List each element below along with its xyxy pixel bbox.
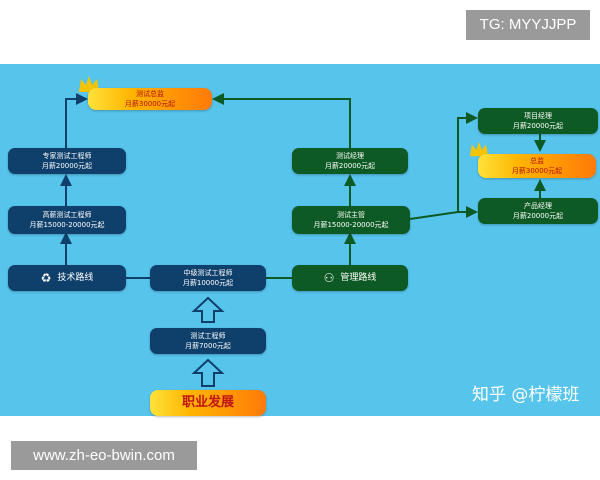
crown-icon [470, 141, 488, 157]
node-salary: 月薪15000-20000元起 [313, 221, 389, 229]
node-salary: 月薪20000元起 [512, 122, 564, 130]
node-salary: 月薪20000元起 [41, 162, 93, 170]
node-salary: 月薪30000元起 [124, 100, 176, 108]
tech-route-node: ♻ 技术路线 [8, 265, 126, 291]
senior-engineer-node: 高薪测试工程师 月薪15000-20000元起 [8, 206, 126, 234]
node-salary: 月薪20000元起 [324, 162, 376, 170]
product-manager-node: 产品经理 月薪20000元起 [478, 198, 598, 224]
node-title: 测试经理 [336, 152, 364, 160]
test-engineer-node: 测试工程师 月薪7000元起 [150, 328, 266, 354]
career-label: 职业发展 [181, 395, 234, 410]
node-title: 高薪测试工程师 [42, 211, 92, 219]
director-node: 总监 月薪30000元起 [478, 154, 596, 178]
career-development-node: 职业发展 [150, 390, 266, 416]
node-title: 中级测试工程师 [183, 269, 233, 277]
project-manager-node: 项目经理 月薪20000元起 [478, 108, 598, 134]
test-director-node: 测试总监 月薪30000元起 [88, 88, 212, 110]
node-title: 项目经理 [524, 112, 552, 120]
test-manager-node: 测试经理 月薪20000元起 [292, 148, 408, 174]
tg-watermark: TG: MYYJJPP [466, 10, 590, 40]
node-salary: 月薪7000元起 [185, 342, 231, 350]
route-label: 技术路线 [57, 273, 94, 283]
zhihu-attribution: 知乎 @柠檬班 [472, 385, 580, 405]
node-salary: 月薪20000元起 [512, 212, 564, 220]
node-title: 产品经理 [524, 202, 552, 210]
expert-engineer-node: 专家测试工程师 月薪20000元起 [8, 148, 126, 174]
arrow-lead-project [409, 112, 478, 220]
node-title: 总监 [530, 157, 544, 165]
node-salary: 月薪10000元起 [182, 279, 234, 287]
node-title: 测试总监 [136, 90, 164, 98]
node-title: 专家测试工程师 [42, 152, 92, 160]
up-arrow-icon [191, 296, 225, 323]
node-salary: 月薪15000-20000元起 [29, 221, 105, 229]
recycle-icon: ♻ [40, 271, 52, 285]
mid-engineer-node: 中级测试工程师 月薪10000元起 [150, 265, 266, 291]
up-arrow-icon [191, 358, 225, 387]
node-title: 测试工程师 [190, 332, 226, 340]
node-title: 测试主管 [337, 211, 365, 219]
management-route-node: ⚇ 管理路线 [292, 265, 408, 291]
url-watermark: www.zh-eo-bwin.com [11, 441, 197, 470]
arrow-expert-director [65, 93, 88, 148]
arrow-manager-director [212, 93, 351, 148]
people-network-icon: ⚇ [323, 271, 335, 285]
test-lead-node: 测试主管 月薪15000-20000元起 [292, 206, 410, 234]
node-salary: 月薪30000元起 [511, 167, 563, 175]
route-label: 管理路线 [340, 273, 377, 283]
